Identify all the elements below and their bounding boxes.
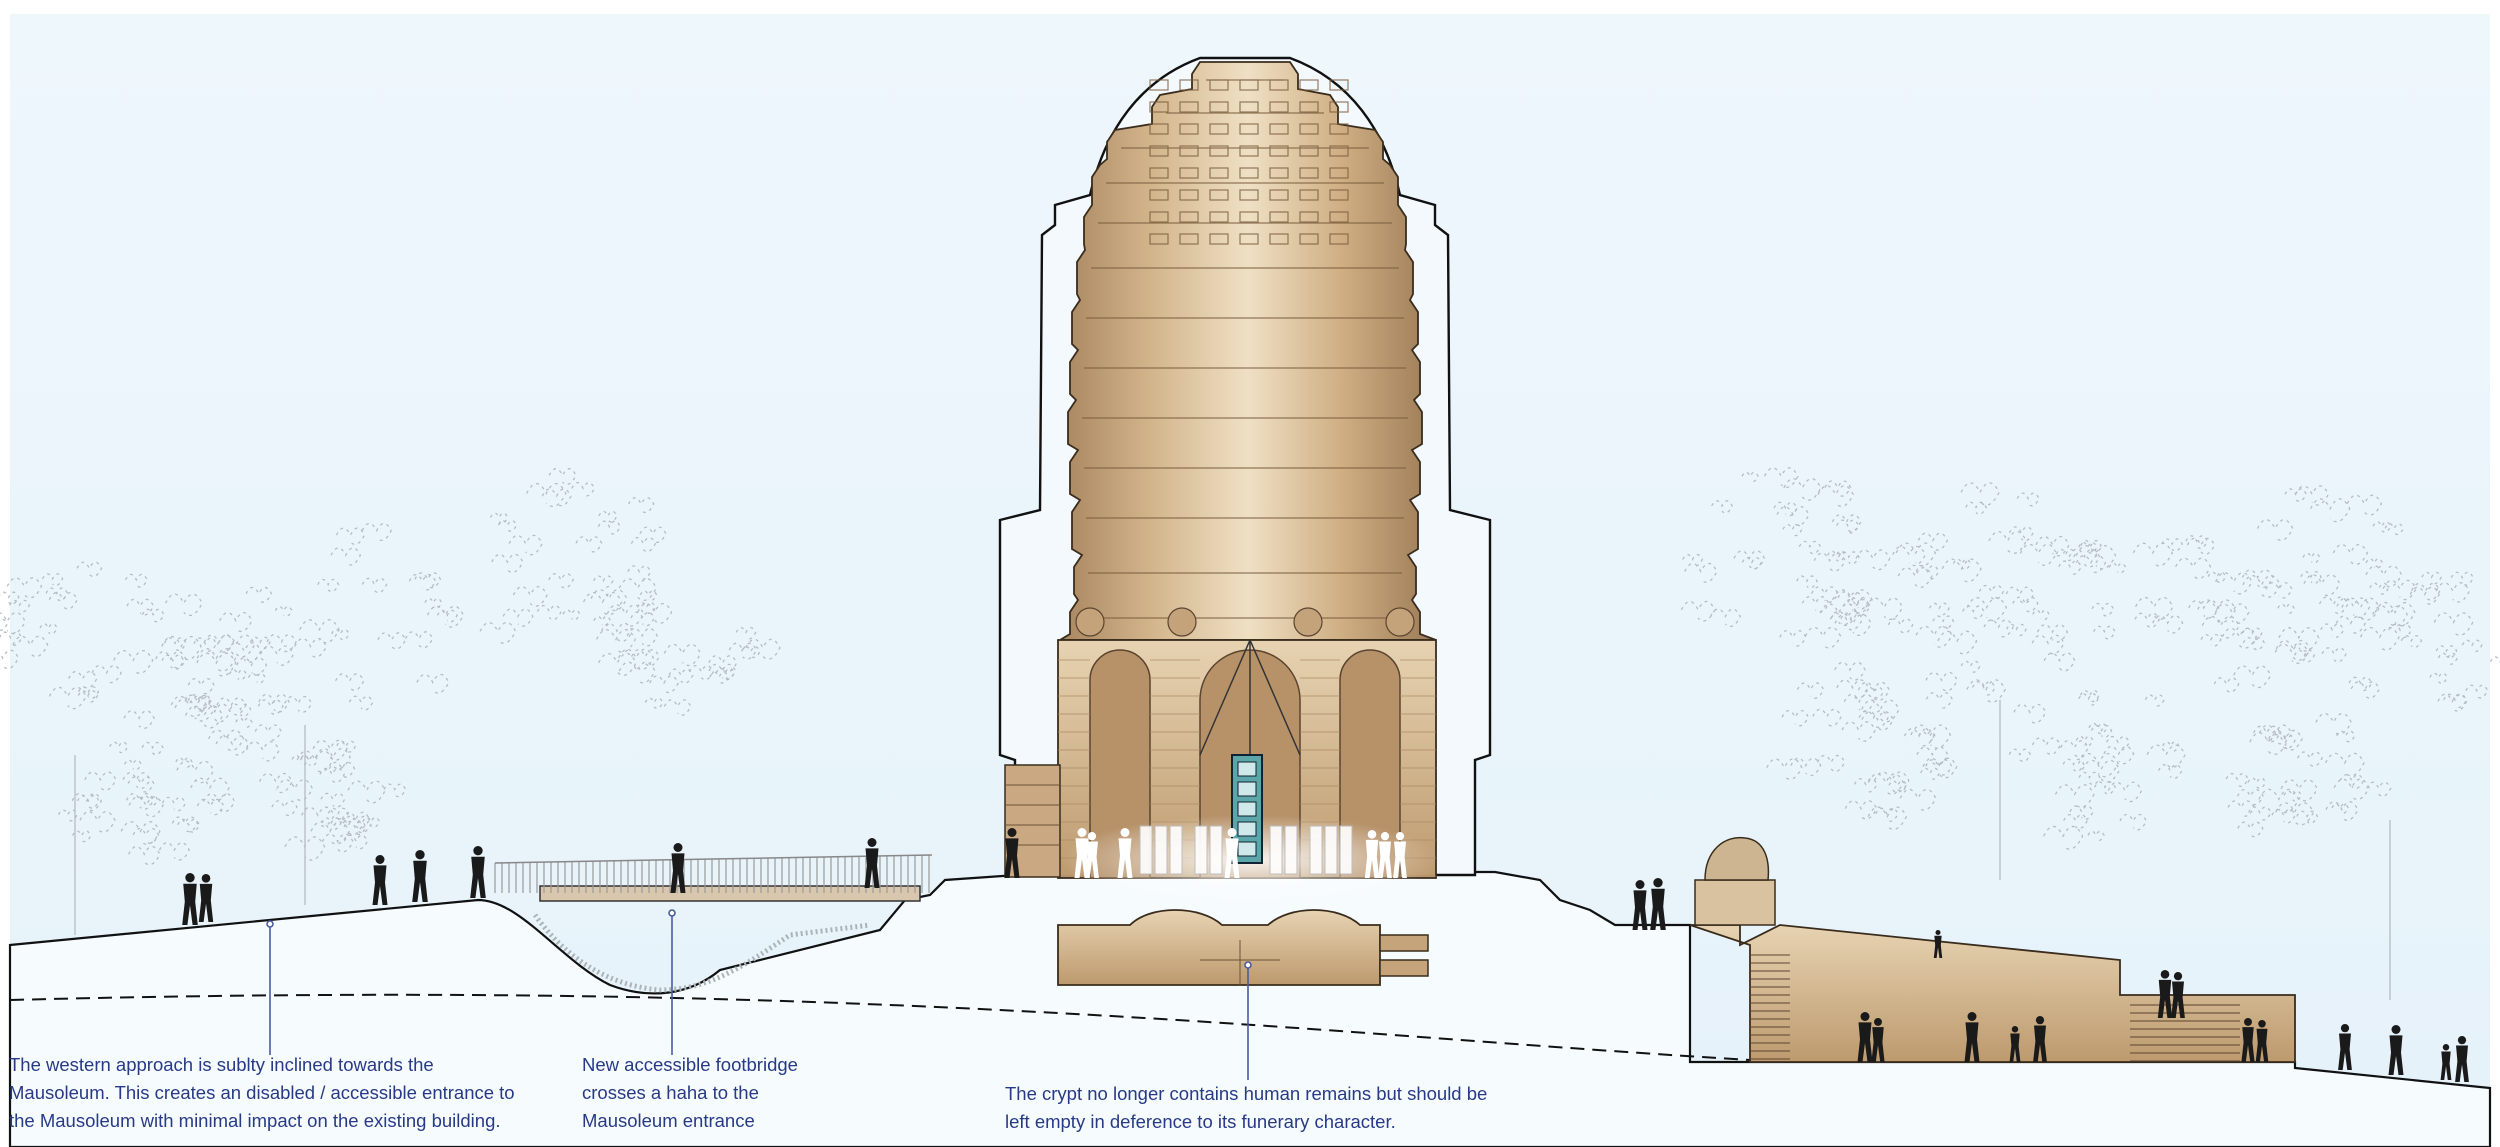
annotation-western-approach: The western approach is sublty inclined …: [9, 1054, 515, 1131]
existing-ground-dashed-line: [9, 993, 1751, 1061]
annotation-leader-lines: [266, 909, 1252, 1080]
annotation-footbridge: New accessible footbridge crosses a haha…: [582, 1054, 798, 1131]
ground-terrain: [8, 870, 2492, 1147]
person-silhouette-icon: [182, 828, 2469, 1082]
haha-planting: [532, 913, 871, 993]
tree-outline-icon: [0, 467, 2500, 1000]
annotation-crypt: The crypt no longer contains human remai…: [1005, 1083, 1488, 1132]
footbridge: [494, 854, 933, 902]
right-terrace: [1689, 836, 2296, 1063]
mausoleum-interior: [1004, 61, 1440, 905]
crypt: [1057, 909, 1429, 986]
lion-statue-icon: [1694, 836, 1776, 926]
